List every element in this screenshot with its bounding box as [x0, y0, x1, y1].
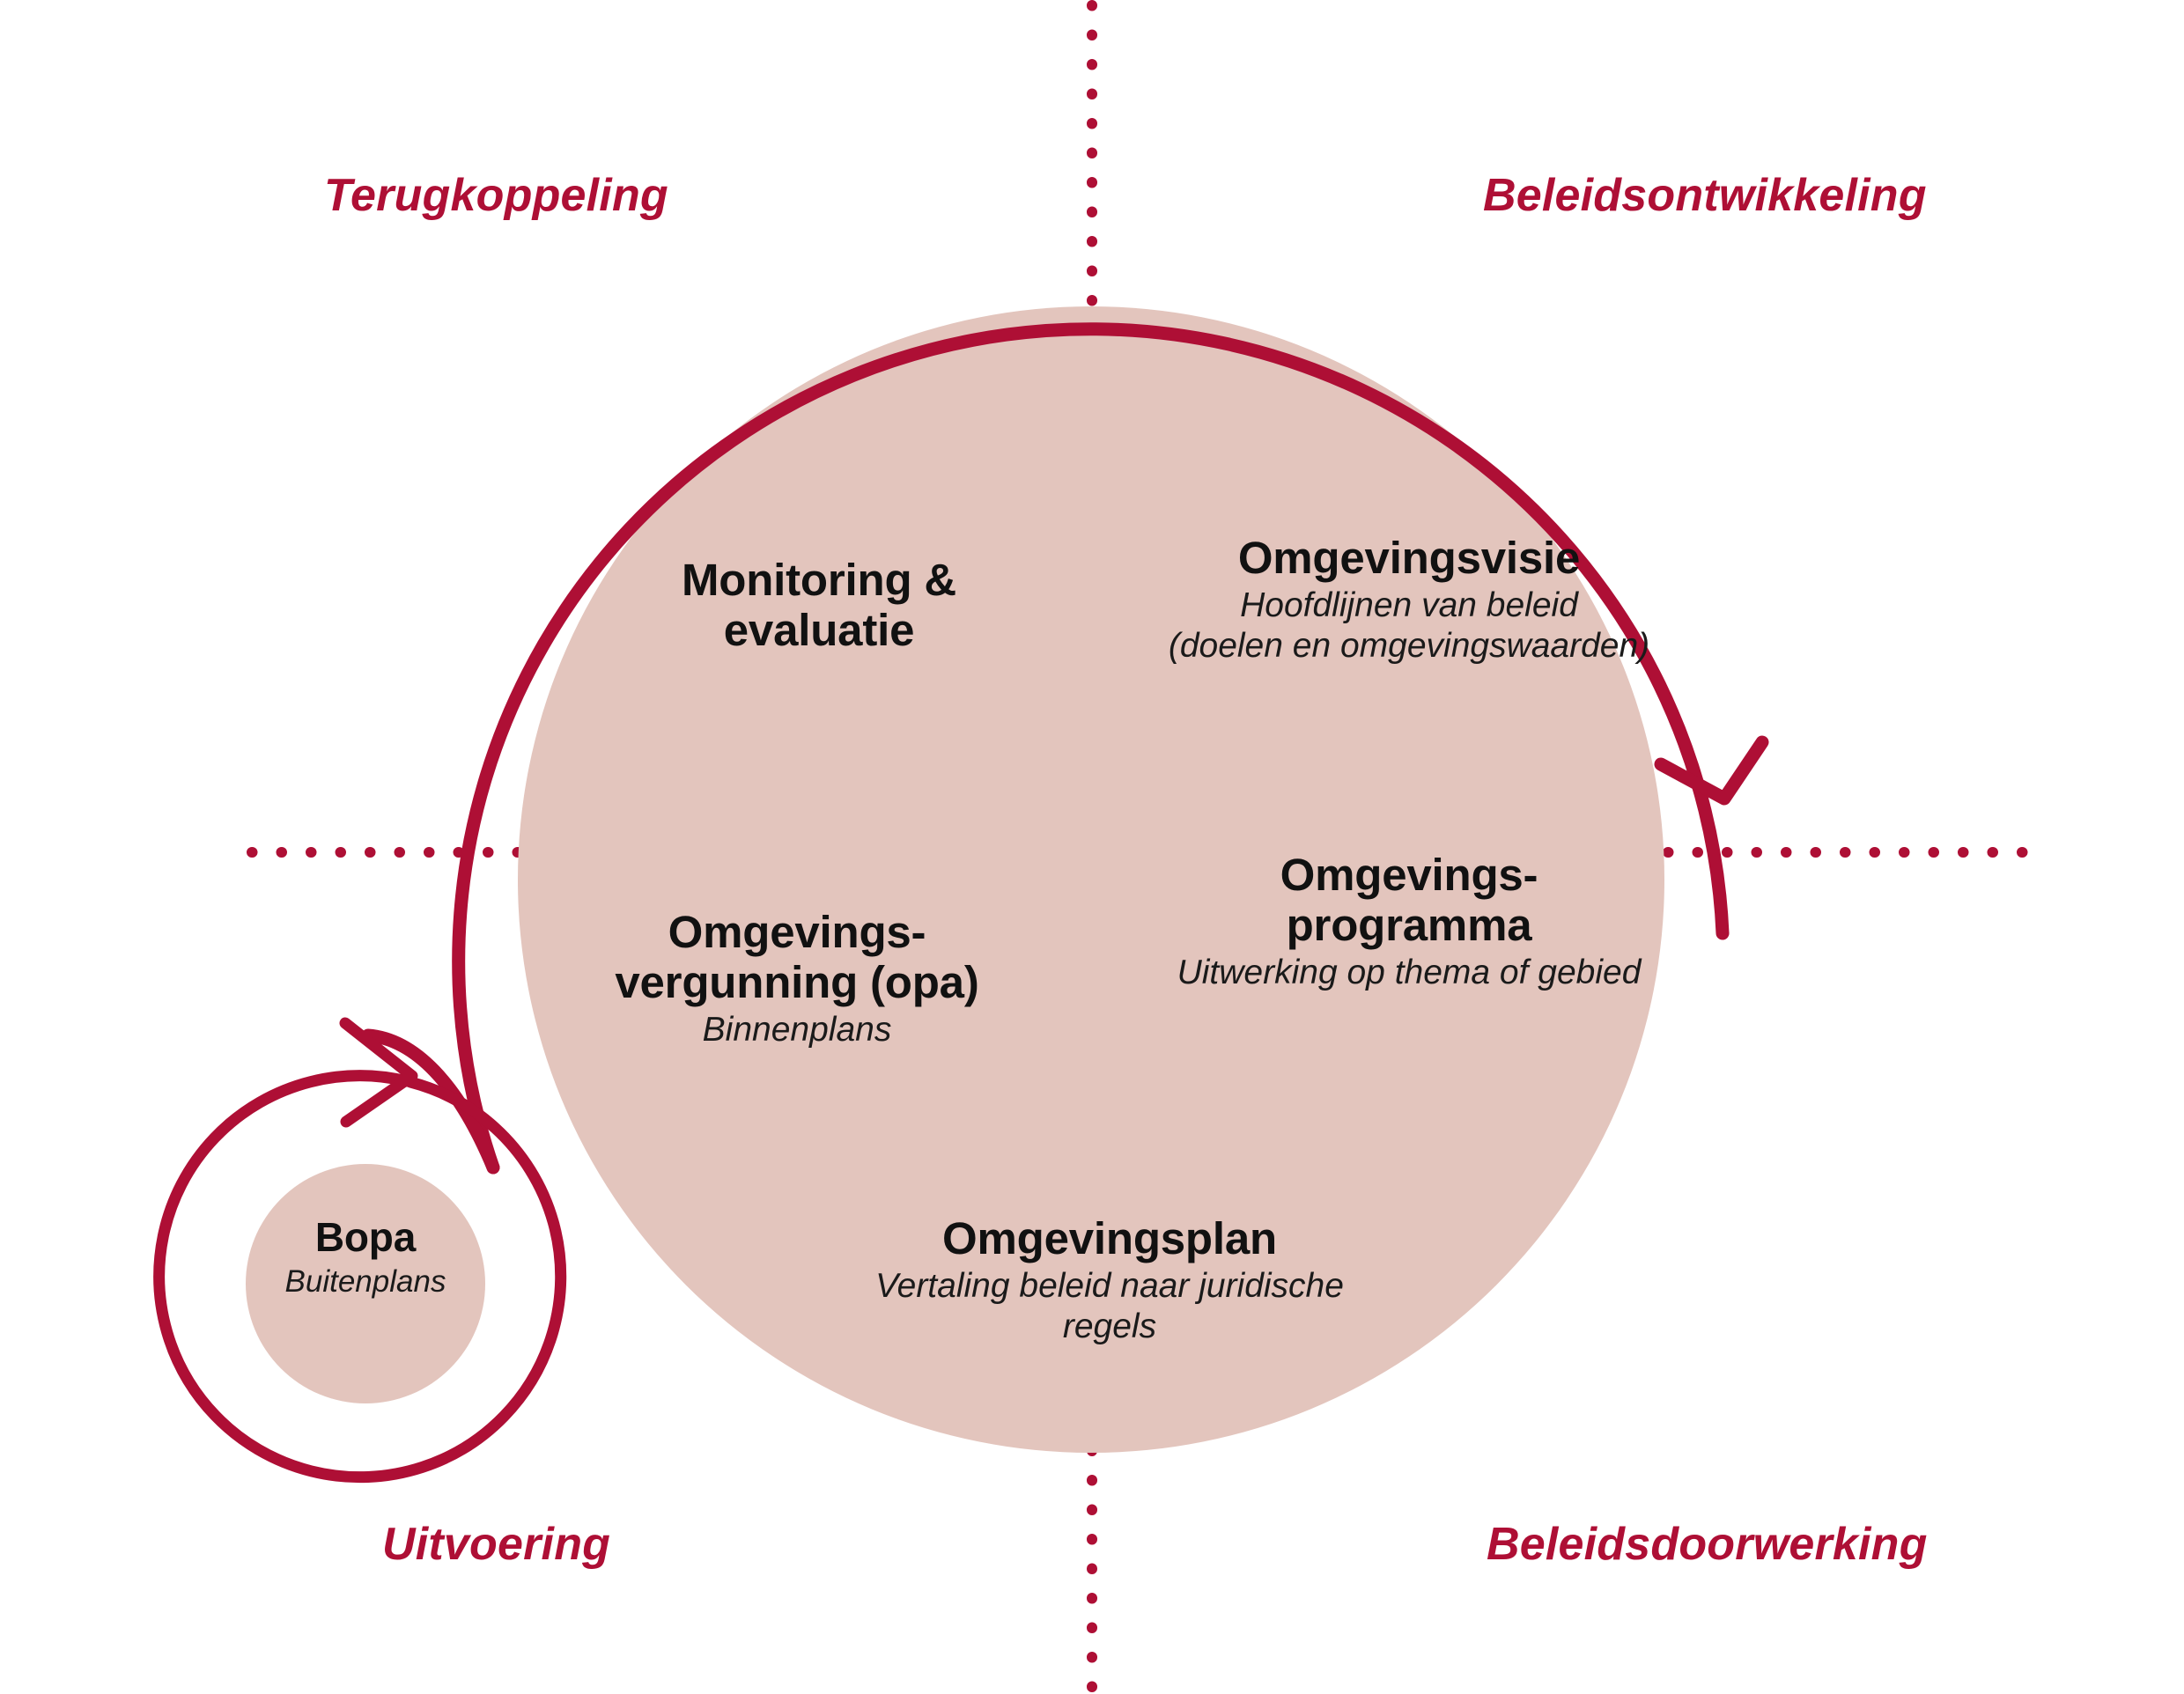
quadrant-label-beleidsontwikkeling: Beleidsontwikkeling: [1483, 170, 1927, 221]
bopa-cycle-ring: [153, 1070, 567, 1484]
main-cycle-ring: [452, 322, 1730, 1175]
node-monitoring-evaluatie: Monitoring & evaluatie: [616, 555, 1022, 655]
node-subtitle: Binnenplans: [702, 1011, 892, 1050]
node-omgevingsprogramma: Omgevings- programma Uitwerking op thema…: [1145, 850, 1673, 993]
main-cycle-ring-tail: [361, 1028, 500, 1175]
node-omgevingsvisie: Omgevingsvisie Hoofdlijnen van beleid (d…: [1136, 533, 1682, 667]
node-title: Omgevings- vergunning (opa): [564, 907, 1030, 1007]
node-subtitle: Buitenplans: [284, 1263, 446, 1299]
bopa-filled-circle: [246, 1164, 485, 1403]
node-title: Omgevingsplan: [942, 1213, 1277, 1263]
node-title-line: evaluatie: [723, 605, 915, 656]
node-bopa: Bopa Buitenplans: [220, 1214, 511, 1300]
main-filled-circle: [518, 306, 1664, 1453]
node-omgevingsplan: Omgevingsplan Vertaling beleid naar juri…: [828, 1213, 1391, 1347]
node-title-line: Omgevings-: [668, 907, 926, 957]
main-cycle-arrowhead: [1654, 735, 1769, 806]
node-omgevingsvergunning: Omgevings- vergunning (opa) Binnenplans: [564, 907, 1030, 1050]
node-subtitle-line: regels: [1062, 1307, 1157, 1346]
node-subtitle-line: (doelen en omgevingswaarden): [1168, 627, 1650, 666]
quadrant-label-terugkoppeling: Terugkoppeling: [324, 170, 668, 221]
quadrant-label-uitvoering: Uitvoering: [382, 1519, 611, 1570]
node-subtitle: Uitwerking op thema of gebied: [1177, 954, 1642, 992]
node-title-line: vergunning (opa): [615, 957, 979, 1008]
bopa-cycle-arrowhead: [339, 1017, 418, 1128]
node-title: Monitoring & evaluatie: [616, 555, 1022, 655]
node-title: Bopa: [314, 1214, 417, 1260]
node-subtitle-line: Vertaling beleid naar juridische: [875, 1267, 1344, 1306]
node-subtitle: Hoofdlijnen van beleid (doelen en omgevi…: [1136, 586, 1682, 667]
node-title-line: Monitoring &: [681, 555, 957, 605]
node-subtitle-line: Hoofdlijnen van beleid: [1240, 586, 1578, 625]
node-title-line: programma: [1286, 900, 1532, 951]
node-title-line: Omgevings-: [1280, 850, 1538, 900]
node-title: Omgevings- programma: [1145, 850, 1673, 950]
quadrant-label-beleidsdoorwerking: Beleidsdoorwerking: [1487, 1519, 1928, 1570]
node-subtitle: Vertaling beleid naar juridische regels: [828, 1266, 1391, 1347]
node-title: Omgevingsvisie: [1237, 533, 1581, 583]
